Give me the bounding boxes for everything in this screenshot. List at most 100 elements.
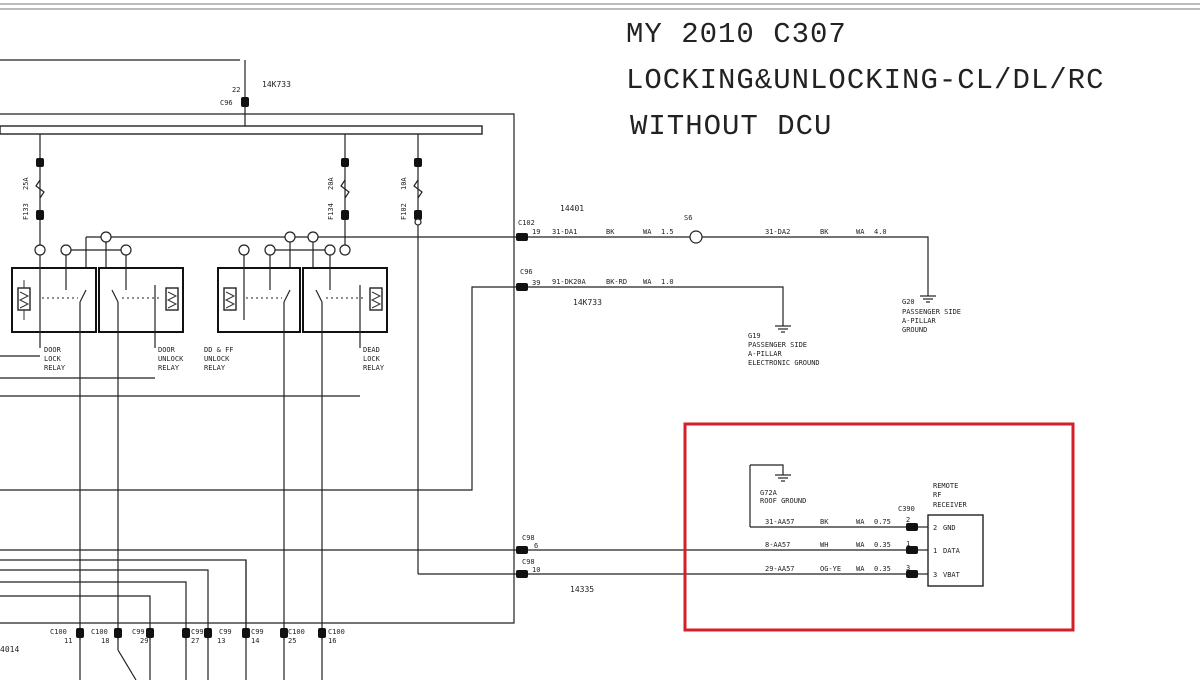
fuse-f102-id: F102: [400, 203, 408, 220]
c102-wire1-size: 1.5: [661, 228, 674, 236]
bc-7-connector: C100: [288, 628, 305, 636]
wire-data-size: 0.35: [874, 541, 891, 549]
relay-3-label-3: RELAY: [204, 364, 226, 372]
power-bus-bar: [0, 125, 483, 135]
c102-wire1-type: WA: [643, 228, 652, 236]
ground-circuit-c96: C96 39 91-DK20A BK-RD WA 1.0 14K733 G19 …: [516, 268, 820, 367]
wire-data-type: WA: [856, 541, 865, 549]
relay-3-label-1: DD & FF: [204, 346, 234, 354]
relay-3-label-2: UNLOCK: [204, 355, 230, 363]
wire-vbat-color: OG-YE: [820, 565, 841, 573]
pin-vbat-num-outside: 3: [906, 564, 910, 572]
pin-vbat-name: VBAT: [943, 571, 961, 579]
ground-circuit-c102: C102 19 S6 14401 31-DA1 BK WA 1.5 31-DA2…: [516, 204, 961, 334]
c102-wire2-color: BK: [820, 228, 829, 236]
pin-data-num-outside: 1: [906, 540, 910, 548]
c102-wire1-code: 31-DA1: [552, 228, 577, 236]
c98-2-connector: C98: [522, 558, 535, 566]
fuse-f134: F134 20A: [327, 134, 350, 250]
g19-desc-1: PASSENGER SIDE: [748, 341, 807, 349]
wire-gnd-code: 31-AA57: [765, 518, 795, 526]
bc-4-pin: 27: [191, 637, 199, 645]
g19-desc-3: ELECTRONIC GROUND: [748, 359, 820, 367]
relay-1-label-2: LOCK: [44, 355, 62, 363]
relay-4-label-3: RELAY: [363, 364, 385, 372]
c96-connector: C96: [520, 268, 533, 276]
fuse-f133: F133 25A: [22, 134, 45, 250]
c98-1-connector: C98: [522, 534, 535, 542]
c96-wire1-code: 91-DK20A: [552, 278, 587, 286]
c96-pin: 39: [532, 279, 540, 287]
fuse-f133-rating: 25A: [22, 177, 30, 190]
receiver-harness: 14335: [570, 585, 594, 594]
bc-2-connector: C100: [91, 628, 108, 636]
c96-wire1-size: 1.0: [661, 278, 674, 286]
splice-s6: [689, 230, 703, 244]
title-line-1: MY 2010 C307: [626, 18, 847, 51]
bc-8-connector: C100: [328, 628, 345, 636]
ground-g20-icon: [920, 295, 936, 303]
fuse-f102-rating: 10A: [400, 177, 408, 190]
relay-4-label-1: DEAD: [363, 346, 380, 354]
bc-6-pin: 14: [251, 637, 259, 645]
highlight-box: [683, 422, 1075, 632]
relay-2-label-3: RELAY: [158, 364, 180, 372]
bc-8-pin: 16: [328, 637, 336, 645]
bc-3-connector: C99: [132, 628, 145, 636]
relay-1-label-3: RELAY: [44, 364, 66, 372]
top-feed-circuit: 14K733: [262, 80, 291, 89]
relay-2-label-1: DOOR: [158, 346, 176, 354]
bc-5-connector: C99: [219, 628, 232, 636]
c102-wire2-code: 31-DA2: [765, 228, 790, 236]
bc-4-connector: C99: [191, 628, 204, 636]
wire-data-code: 8-AA57: [765, 541, 790, 549]
wire-vbat-size: 0.35: [874, 565, 891, 573]
fuse-f134-id: F134: [327, 203, 335, 220]
pin-gnd-num-outside: 2: [906, 516, 910, 524]
title-line-3: WITHOUT DCU: [630, 110, 832, 143]
ground-g19-icon: [775, 325, 791, 333]
pin-gnd-name: GND: [943, 524, 956, 532]
fuse-f134-rating: 20A: [327, 177, 335, 190]
c96-wire1-color: BK-RD: [606, 278, 627, 286]
top-feed-pin: 22: [232, 86, 240, 94]
pin-data-num: 1: [933, 547, 937, 555]
bottom-connectors: C100 11 C100 18 C99 29 C99 27 C99 13 C99…: [50, 628, 345, 680]
bc-2-pin: 18: [101, 637, 109, 645]
c102-wire2-type: WA: [856, 228, 865, 236]
bc-6-connector: C99: [251, 628, 264, 636]
c96-wire1-type: WA: [643, 278, 652, 286]
relay-2-label-2: UNLOCK: [158, 355, 184, 363]
receiver-connector: C390: [898, 505, 915, 513]
remote-rf-receiver-box: [927, 514, 984, 587]
dead-lock-relay: [302, 255, 388, 640]
module-outline: [0, 113, 515, 624]
splice-s6-label: S6: [684, 214, 692, 222]
bc-5-pin: 13: [217, 637, 225, 645]
g20-desc-1: PASSENGER SIDE: [902, 308, 961, 316]
g20-id: G20: [902, 298, 915, 306]
bc-3-pin: 29: [140, 637, 148, 645]
receiver-name-1: REMOTE: [933, 482, 958, 490]
c102-wire2-size: 4.0: [874, 228, 887, 236]
bottom-left-circuit-label: 4014: [0, 645, 19, 654]
diagram-title: MY 2010 C307 LOCKING&UNLOCKING-CL/DL/RC …: [626, 18, 1104, 143]
relay-1-label-1: DOOR: [44, 346, 62, 354]
c102-pin: 19: [532, 228, 540, 236]
door-unlock-relay: [98, 242, 184, 640]
g20-desc-2: A-PILLAR: [902, 317, 937, 325]
relay-4-label-2: LOCK: [363, 355, 381, 363]
dd-ff-unlock-relay: [217, 255, 301, 640]
door-lock-relay: [11, 255, 97, 640]
title-line-2: LOCKING&UNLOCKING-CL/DL/RC: [626, 64, 1104, 97]
pin-gnd-num: 2: [933, 524, 937, 532]
ground-g72a-icon: [775, 474, 791, 482]
top-feed-connector-label: C96: [220, 99, 233, 107]
fuse-f102: F102 10A: [400, 134, 423, 574]
c102-harness: 14401: [560, 204, 584, 213]
top-feed-connector: 22 C96 14K733: [220, 60, 291, 126]
c102-wire1-color: BK: [606, 228, 615, 236]
remote-rf-receiver-circuit: C98 6 C98 10 14335 G72A ROOF GROUND 31-A…: [418, 464, 984, 594]
receiver-name-2: RF: [933, 491, 941, 499]
